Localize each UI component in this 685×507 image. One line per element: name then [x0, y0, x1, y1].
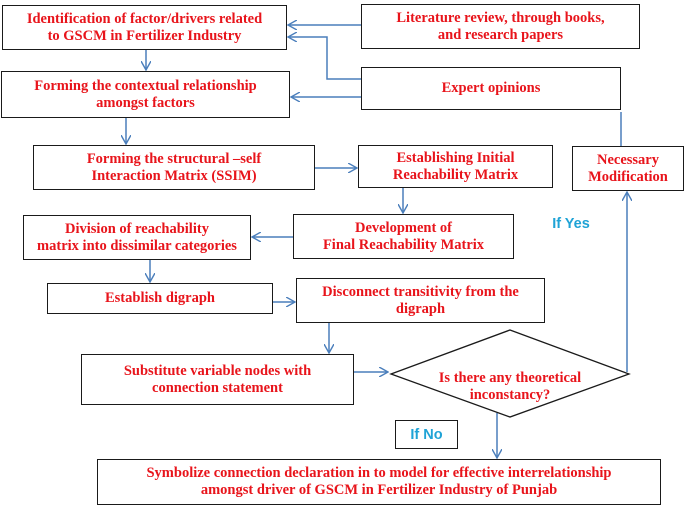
division-box: Division of reachability matrix into dis… [23, 215, 251, 260]
arrow-expert-to-identification [289, 37, 361, 80]
ssim-box: Forming the structural –self Interaction… [33, 145, 315, 190]
symbolize-box: Symbolize connection declaration in to m… [97, 459, 661, 505]
decision-text: Is there any theoretical inconstancy? [438, 370, 582, 403]
literature-review-box: Literature review, through books, and re… [361, 4, 640, 49]
contextual-relationship-box: Forming the contextual relationship amon… [1, 71, 290, 118]
establish-digraph-box: Establish digraph [47, 283, 273, 314]
substitute-nodes-box: Substitute variable nodes with connectio… [81, 354, 354, 405]
if-yes-label: If Yes [543, 210, 599, 238]
if-no-label: If No [395, 420, 458, 449]
expert-opinions-box: Expert opinions [361, 67, 621, 110]
identification-box: Identification of factor/drivers related… [2, 5, 287, 50]
necessary-modification-box: Necessary Modification [572, 146, 684, 191]
disconnect-transitivity-box: Disconnect transitivity from the digraph [296, 278, 545, 323]
initial-reachability-box: Establishing Initial Reachability Matrix [358, 145, 553, 188]
final-reachability-box: Development of Final Reachability Matrix [293, 214, 514, 259]
decision-diamond [389, 329, 631, 418]
